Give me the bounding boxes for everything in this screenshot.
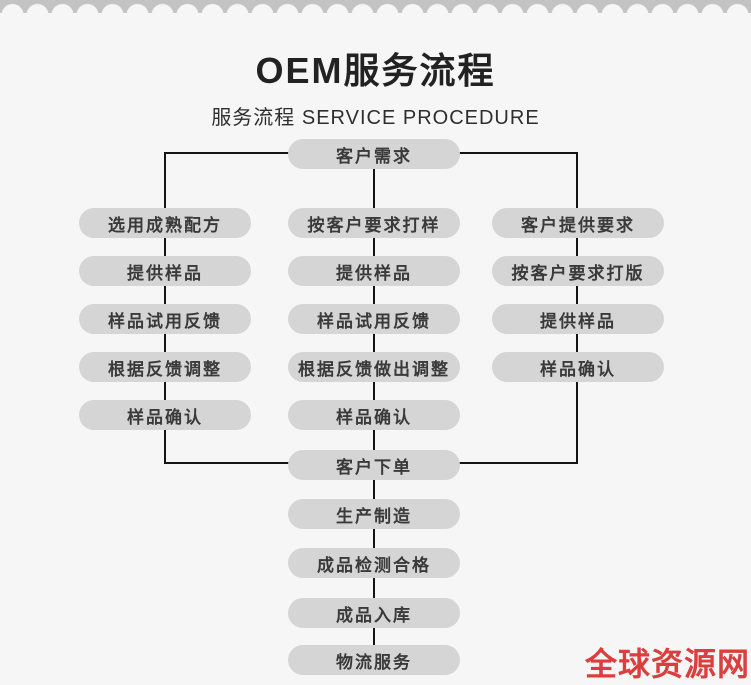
connector-horizontal-top-right <box>459 152 577 154</box>
node-logistics: 物流服务 <box>288 645 460 675</box>
node-middle-step-2: 提供样品 <box>288 256 460 286</box>
node-left-step-3: 样品试用反馈 <box>79 304 251 334</box>
node-middle-step-5: 样品确认 <box>288 400 460 430</box>
node-right-step-1: 客户提供要求 <box>492 208 664 238</box>
node-production: 生产制造 <box>288 499 460 529</box>
node-left-step-4: 根据反馈调整 <box>79 352 251 382</box>
node-customer-order: 客户下单 <box>288 450 460 480</box>
torn-paper-edge <box>0 0 751 13</box>
node-middle-step-3: 样品试用反馈 <box>288 304 460 334</box>
node-left-step-2: 提供样品 <box>79 256 251 286</box>
node-right-step-2: 按客户要求打版 <box>492 256 664 286</box>
node-right-step-4: 样品确认 <box>492 352 664 382</box>
page-subtitle: 服务流程 SERVICE PROCEDURE <box>211 107 540 129</box>
node-quality-inspection: 成品检测合格 <box>288 548 460 578</box>
node-warehousing: 成品入库 <box>288 598 460 628</box>
connector-horizontal-top-left <box>165 152 289 154</box>
site-watermark: 全球资源网 <box>584 646 750 682</box>
node-middle-step-1: 按客户要求打样 <box>288 208 460 238</box>
node-right-step-3: 提供样品 <box>492 304 664 334</box>
node-left-step-5: 样品确认 <box>79 400 251 430</box>
connector-horizontal-bottom-left <box>165 462 289 464</box>
node-customer-needs: 客户需求 <box>288 139 460 169</box>
connector-horizontal-bottom-right <box>459 462 577 464</box>
node-left-step-1: 选用成熟配方 <box>79 208 251 238</box>
node-middle-step-4: 根据反馈做出调整 <box>288 352 460 382</box>
page-title: OEM服务流程 <box>255 50 496 91</box>
